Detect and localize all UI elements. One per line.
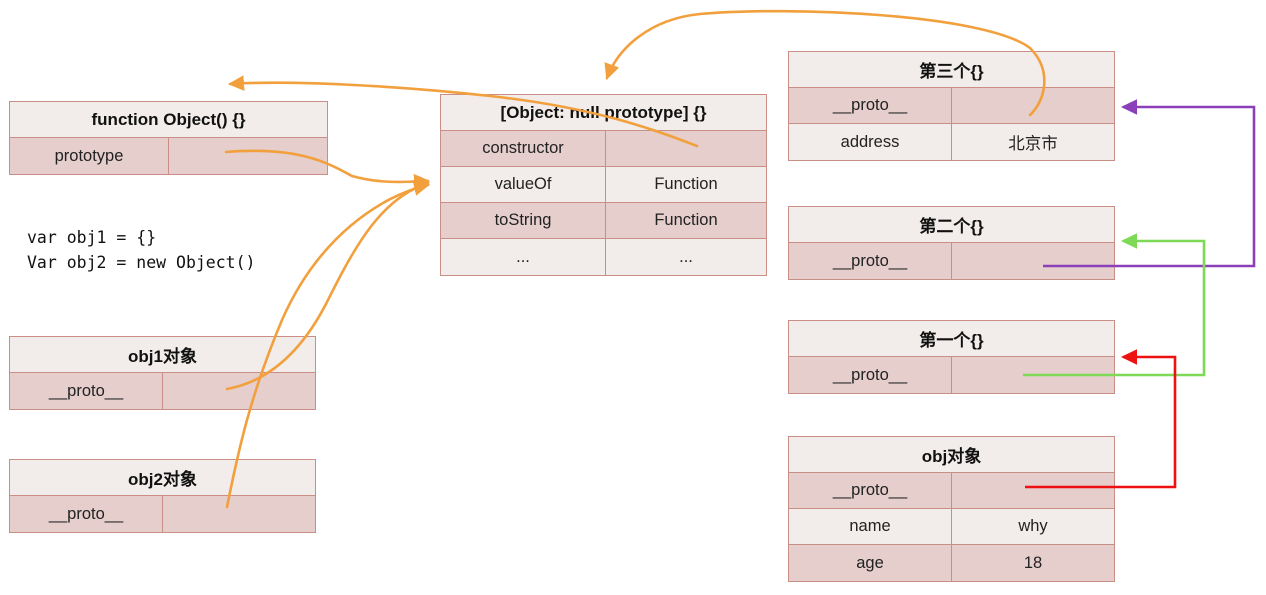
table-row: __proto__ xyxy=(789,243,1114,279)
table-header: obj1对象 xyxy=(10,337,315,373)
table-header: obj对象 xyxy=(789,437,1114,473)
table-row: ... ... xyxy=(441,239,766,275)
row-value xyxy=(163,496,315,532)
table-function-object: function Object() {} prototype xyxy=(9,101,328,175)
row-value xyxy=(163,373,315,409)
table-header: 第二个{} xyxy=(789,207,1114,243)
row-value xyxy=(952,473,1114,508)
table-row: __proto__ xyxy=(10,373,315,409)
table-header: obj2对象 xyxy=(10,460,315,496)
table-second-object: 第二个{} __proto__ xyxy=(788,206,1115,280)
table-header: 第三个{} xyxy=(789,52,1114,88)
row-value: why xyxy=(1018,517,1048,535)
table-header-label: function Object() {} xyxy=(91,109,246,129)
row-key: age xyxy=(789,545,952,581)
table-third-object: 第三个{} __proto__ address 北京市 xyxy=(788,51,1115,161)
row-value xyxy=(952,243,1114,279)
row-value: Function xyxy=(654,175,718,193)
row-value: Function xyxy=(654,211,718,229)
row-key: __proto__ xyxy=(789,357,952,393)
row-value xyxy=(169,138,327,174)
table-row: __proto__ xyxy=(789,473,1114,509)
row-key: __proto__ xyxy=(789,473,952,508)
table-obj: obj对象 __proto__ name why age 18 xyxy=(788,436,1115,582)
table-obj1: obj1对象 __proto__ xyxy=(9,336,316,410)
row-value: 北京市 xyxy=(1008,135,1058,153)
table-row: age 18 xyxy=(789,545,1114,581)
table-header: [Object: null prototype] {} xyxy=(441,95,766,131)
table-row: name why xyxy=(789,509,1114,545)
table-row: __proto__ xyxy=(10,496,315,532)
table-header-label: 第一个{} xyxy=(919,331,984,350)
table-header-label: [Object: null prototype] {} xyxy=(500,102,707,122)
table-row: prototype xyxy=(10,138,327,174)
table-row: __proto__ xyxy=(789,357,1114,393)
row-key: __proto__ xyxy=(789,243,952,279)
row-value: ... xyxy=(679,247,693,266)
table-row: __proto__ xyxy=(789,88,1114,124)
table-header-label: 第二个{} xyxy=(919,217,984,236)
row-key: constructor xyxy=(441,131,606,166)
table-header-label: obj2对象 xyxy=(128,470,197,489)
row-key: __proto__ xyxy=(10,496,163,532)
table-obj2: obj2对象 __proto__ xyxy=(9,459,316,533)
code-snippet: var obj1 = {} Var obj2 = new Object() xyxy=(27,228,256,272)
table-header-label: 第三个{} xyxy=(919,62,984,81)
row-key: address xyxy=(789,124,952,160)
row-value xyxy=(952,357,1114,393)
row-key: name xyxy=(789,509,952,544)
table-header: function Object() {} xyxy=(10,102,327,138)
table-row: constructor xyxy=(441,131,766,167)
table-row: toString Function xyxy=(441,203,766,239)
row-key: toString xyxy=(441,203,606,238)
table-header-label: obj对象 xyxy=(921,447,982,466)
table-row: address 北京市 xyxy=(789,124,1114,160)
table-header: 第一个{} xyxy=(789,321,1114,357)
row-key: __proto__ xyxy=(10,373,163,409)
table-header-label: obj1对象 xyxy=(128,347,197,366)
row-value: 18 xyxy=(1023,553,1043,572)
row-value xyxy=(952,88,1114,123)
table-first-object: 第一个{} __proto__ xyxy=(788,320,1115,394)
table-row: valueOf Function xyxy=(441,167,766,203)
row-key: valueOf xyxy=(441,167,606,202)
row-key: ... xyxy=(441,239,606,275)
table-object-null-prototype: [Object: null prototype] {} constructor … xyxy=(440,94,767,276)
row-key: prototype xyxy=(10,138,169,174)
row-value xyxy=(606,131,766,166)
row-key: __proto__ xyxy=(789,88,952,123)
